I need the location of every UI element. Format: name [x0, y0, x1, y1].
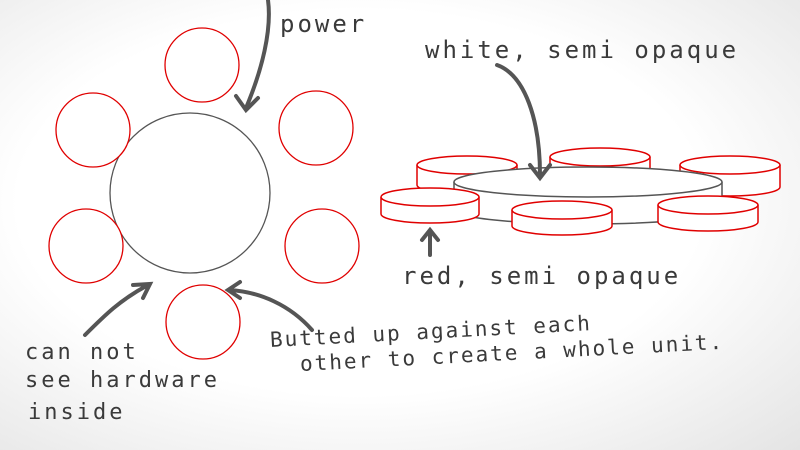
top-view — [48, 27, 360, 360]
red-module-top — [164, 27, 240, 103]
side-view — [380, 147, 781, 236]
red-label-arrow — [420, 226, 440, 257]
hardware-note-line2: see hardware — [25, 368, 220, 393]
red-module-bottom — [165, 284, 241, 360]
red-module-lower-right — [284, 208, 360, 284]
white-semi-opaque-label: white, semi opaque — [425, 36, 740, 64]
red-disc-front-center — [511, 200, 613, 236]
hardware-arrow — [83, 281, 154, 337]
hardware-note-line1: can not — [25, 340, 139, 365]
central-unit-circle — [109, 112, 271, 274]
red-disc-front-left — [380, 187, 480, 224]
red-module-lower-left — [48, 208, 124, 284]
butted-arrow — [224, 280, 314, 332]
red-module-upper-left — [55, 92, 131, 168]
hardware-note-line3: inside — [28, 400, 126, 425]
red-semi-opaque-label: red, semi opaque — [402, 262, 682, 290]
power-arrow — [234, 0, 271, 114]
power-label: power — [280, 10, 368, 38]
white-label-arrow — [495, 63, 552, 182]
arrows — [83, 0, 552, 337]
red-module-upper-right — [278, 90, 354, 166]
red-disc-front-right — [657, 195, 759, 232]
